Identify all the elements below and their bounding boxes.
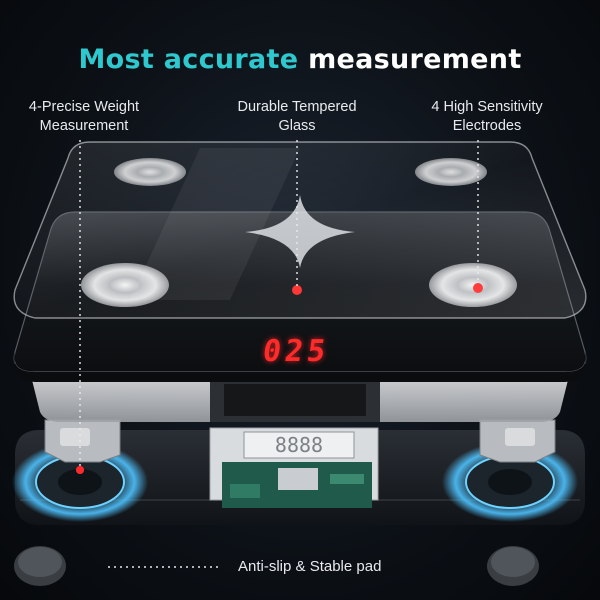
headline: Most accurate measurement xyxy=(0,44,600,75)
callout-weight-measurement: 4-Precise Weight Measurement xyxy=(14,98,154,136)
tempered-glass-sheet xyxy=(13,141,587,319)
weight-display-reading: 025 xyxy=(260,334,332,369)
headline-accent: Most accurate xyxy=(78,44,299,75)
left-foot-sensor xyxy=(12,442,148,522)
callout-line: Durable Tempered xyxy=(237,99,357,115)
headline-rest: measurement xyxy=(308,44,522,75)
svg-text:8888: 8888 xyxy=(275,433,323,457)
anti-slip-label: Anti-slip & Stable pad xyxy=(238,558,382,575)
lcd-segment-block: 8888 xyxy=(243,431,355,459)
anti-slip-pad-right xyxy=(487,546,539,586)
callout-line: 4-Precise Weight xyxy=(28,99,140,115)
load-cell-right xyxy=(479,419,556,463)
inner-frame xyxy=(30,372,570,422)
anti-slip-pad-left xyxy=(14,546,66,586)
callout-electrodes: 4 High Sensitivity Electrodes xyxy=(412,98,562,136)
circuit-board: 8888 xyxy=(209,427,379,508)
right-foot-sensor xyxy=(442,442,578,522)
callout-line: Measurement xyxy=(39,118,129,134)
leader-lines xyxy=(79,140,479,568)
callout-line: Glass xyxy=(278,118,316,134)
callout-tempered-glass: Durable Tempered Glass xyxy=(222,98,372,136)
callout-line: 4 High Sensitivity xyxy=(431,99,543,115)
load-cell-left xyxy=(44,419,121,463)
callout-line: Electrodes xyxy=(452,118,522,134)
